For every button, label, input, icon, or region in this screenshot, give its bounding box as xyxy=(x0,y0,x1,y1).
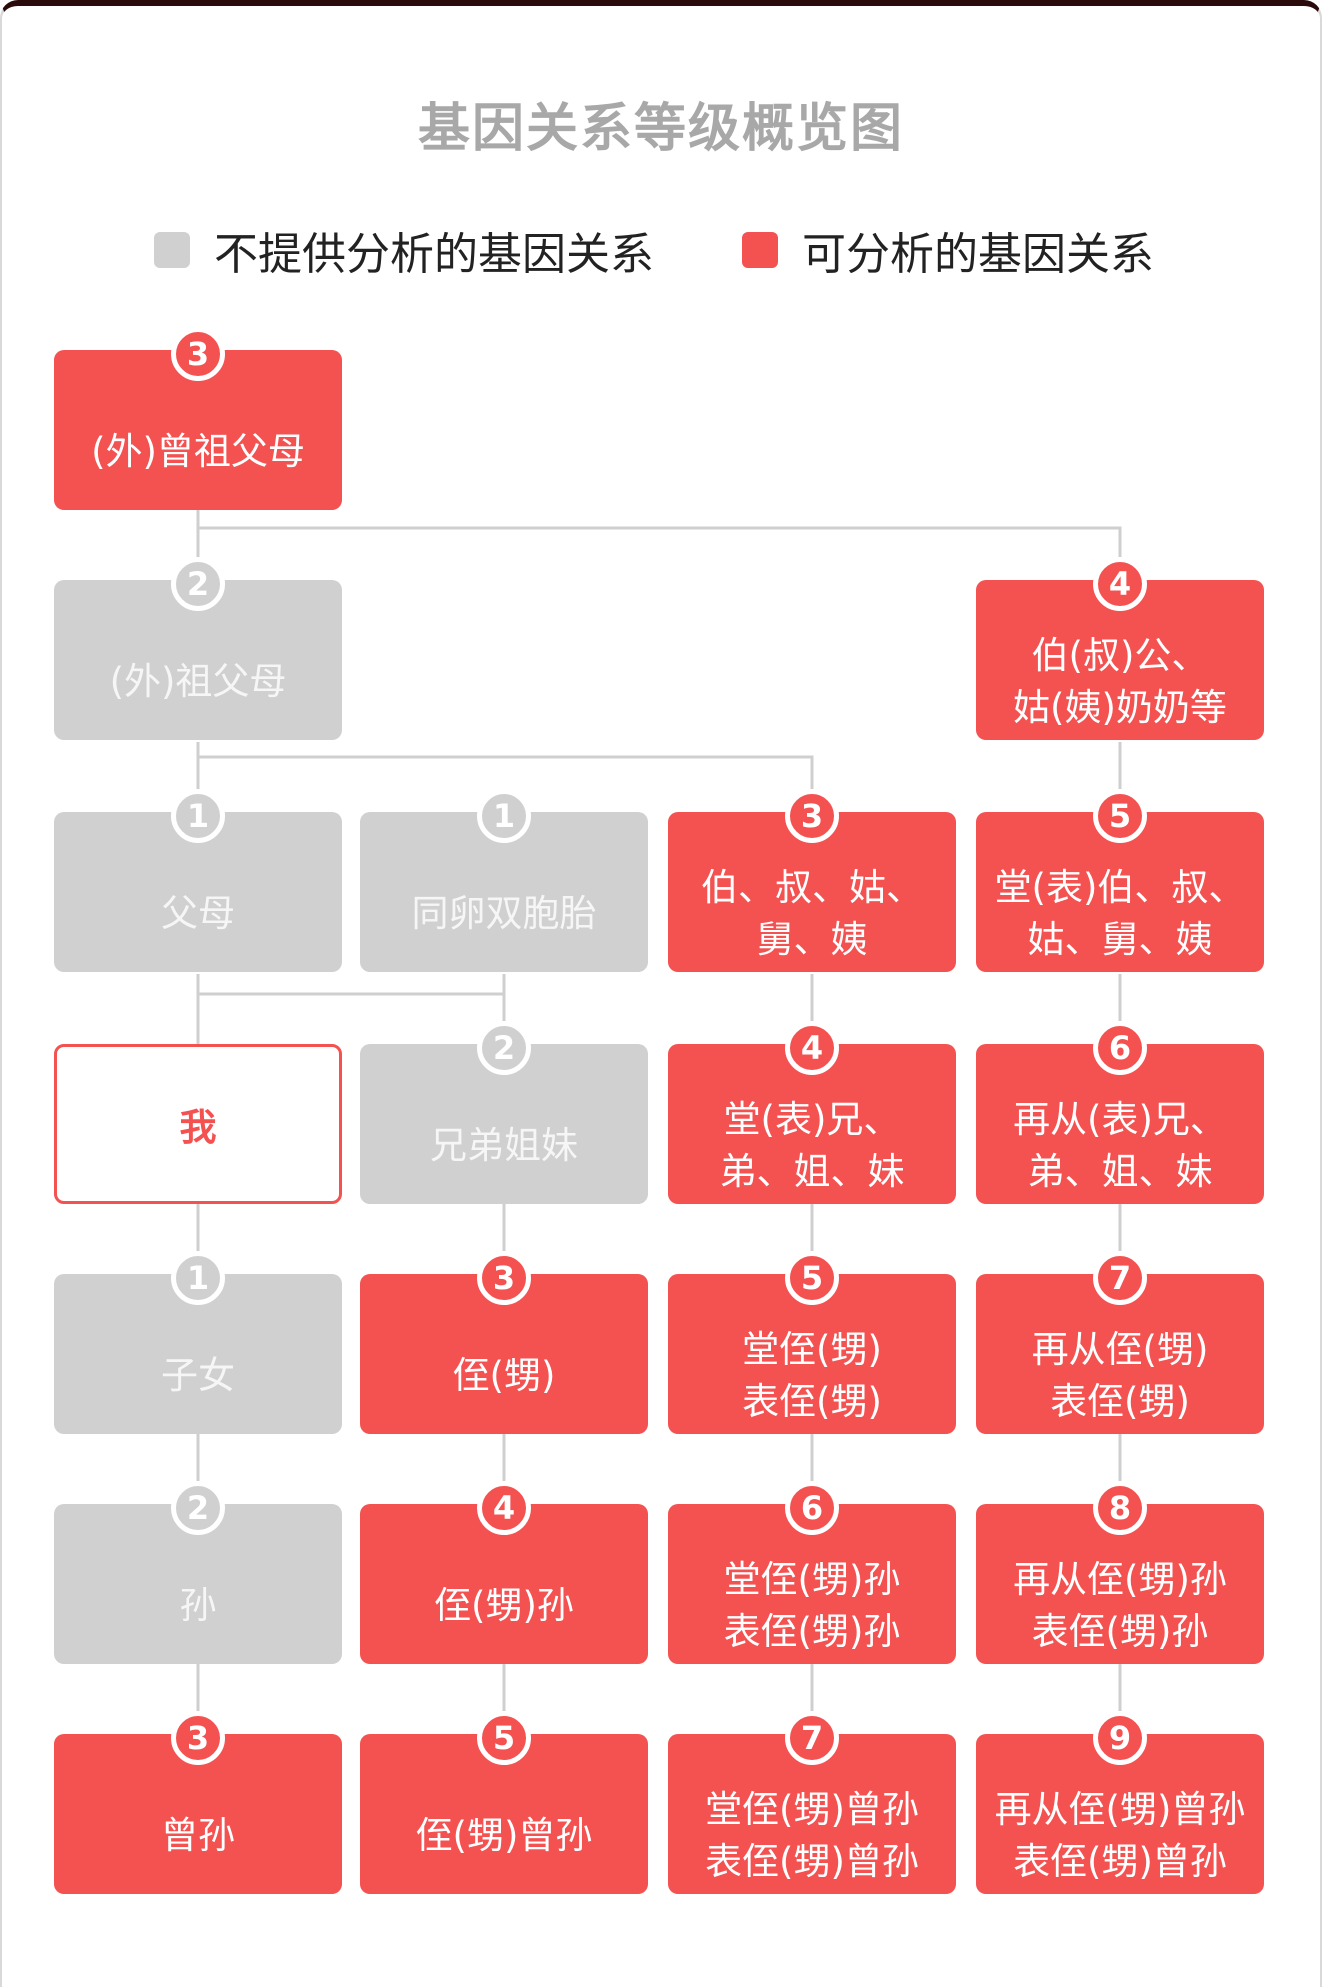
degree-badge: 5 xyxy=(477,1711,531,1765)
node-label: 再从侄(甥) 表侄(甥) xyxy=(1031,1328,1209,1423)
node-grand-uncles-aunts: 伯(叔)公、 姑(姨)奶奶等 xyxy=(976,580,1264,740)
node-label: 父母 xyxy=(161,892,235,935)
degree-badge: 2 xyxy=(477,1021,531,1075)
node-label: 再从(表)兄、 弟、姐、妹 xyxy=(1013,1098,1227,1193)
node-label: 再从侄(甥)曾孙 表侄(甥)曾孙 xyxy=(994,1788,1246,1883)
legend-label: 不提供分析的基因关系 xyxy=(214,229,654,280)
node-label: 堂侄(甥)孙 表侄(甥)孙 xyxy=(723,1558,901,1653)
node-label: 侄(甥)孙 xyxy=(434,1584,574,1627)
degree-badge: 1 xyxy=(477,789,531,843)
node-label: 侄(甥)曾孙 xyxy=(415,1814,593,1857)
degree-badge: 7 xyxy=(785,1711,839,1765)
degree-badge: 3 xyxy=(477,1251,531,1305)
degree-badge: 7 xyxy=(1093,1251,1147,1305)
page-title: 基因关系等级概览图 xyxy=(417,99,904,159)
degree-badge: 4 xyxy=(477,1481,531,1535)
node-label: 曾孙 xyxy=(161,1814,235,1857)
node-label: 兄弟姐妹 xyxy=(430,1124,578,1167)
connector-line xyxy=(196,510,1122,578)
degree-badge: 1 xyxy=(171,1251,225,1305)
degree-badge: 3 xyxy=(785,789,839,843)
node-label: 我 xyxy=(179,1106,217,1149)
node-label: 同卵双胞胎 xyxy=(411,892,597,935)
node-label: 伯、叔、姑、 舅、姨 xyxy=(701,866,923,961)
degree-badge: 3 xyxy=(171,1711,225,1765)
legend-item-analyzable: 可分析的基因关系 xyxy=(742,222,1154,280)
node-label: 子女 xyxy=(161,1354,235,1397)
node-great-grandnephews: 侄(甥)曾孙 xyxy=(360,1734,648,1894)
node-label: (外)曾祖父母 xyxy=(91,430,305,473)
degree-badge: 8 xyxy=(1093,1481,1147,1535)
node-label: 堂侄(甥) 表侄(甥) xyxy=(742,1328,882,1423)
degree-badge: 1 xyxy=(171,789,225,843)
node-grandparents: (外)祖父母 xyxy=(54,580,342,740)
legend-swatch-grey xyxy=(154,232,190,268)
node-label: (外)祖父母 xyxy=(109,660,287,703)
degree-badge: 4 xyxy=(785,1021,839,1075)
legend-item-not-analyzable: 不提供分析的基因关系 xyxy=(154,222,654,280)
node-first-cousins-grandchildren: 堂侄(甥)孙 表侄(甥)孙 xyxy=(668,1504,956,1664)
node-self: 我 xyxy=(54,1044,342,1204)
degree-badge: 6 xyxy=(1093,1021,1147,1075)
degree-badge: 9 xyxy=(1093,1711,1147,1765)
node-label: 侄(甥) xyxy=(452,1354,556,1397)
node-label: 伯(叔)公、 姑(姨)奶奶等 xyxy=(1013,634,1227,729)
node-second-cousins-children: 再从侄(甥) 表侄(甥) xyxy=(976,1274,1264,1434)
degree-badge: 5 xyxy=(785,1251,839,1305)
node-second-cousins-great-grandchildren: 再从侄(甥)曾孙 表侄(甥)曾孙 xyxy=(976,1734,1264,1894)
node-label: 堂侄(甥)曾孙 表侄(甥)曾孙 xyxy=(705,1788,919,1883)
node-label: 堂(表)兄、 弟、姐、妹 xyxy=(719,1098,905,1193)
degree-badge: 4 xyxy=(1093,557,1147,611)
legend-label: 可分析的基因关系 xyxy=(802,229,1154,280)
degree-badge: 5 xyxy=(1093,789,1147,843)
degree-badge: 6 xyxy=(785,1481,839,1535)
node-label: 孙 xyxy=(179,1584,217,1627)
node-label: 堂(表)伯、叔、 姑、舅、姨 xyxy=(994,866,1246,961)
degree-badge: 2 xyxy=(171,1481,225,1535)
degree-badge: 2 xyxy=(171,557,225,611)
legend-swatch-red xyxy=(742,232,778,268)
node-label: 再从侄(甥)孙 表侄(甥)孙 xyxy=(1013,1558,1227,1653)
degree-badge: 3 xyxy=(171,327,225,381)
